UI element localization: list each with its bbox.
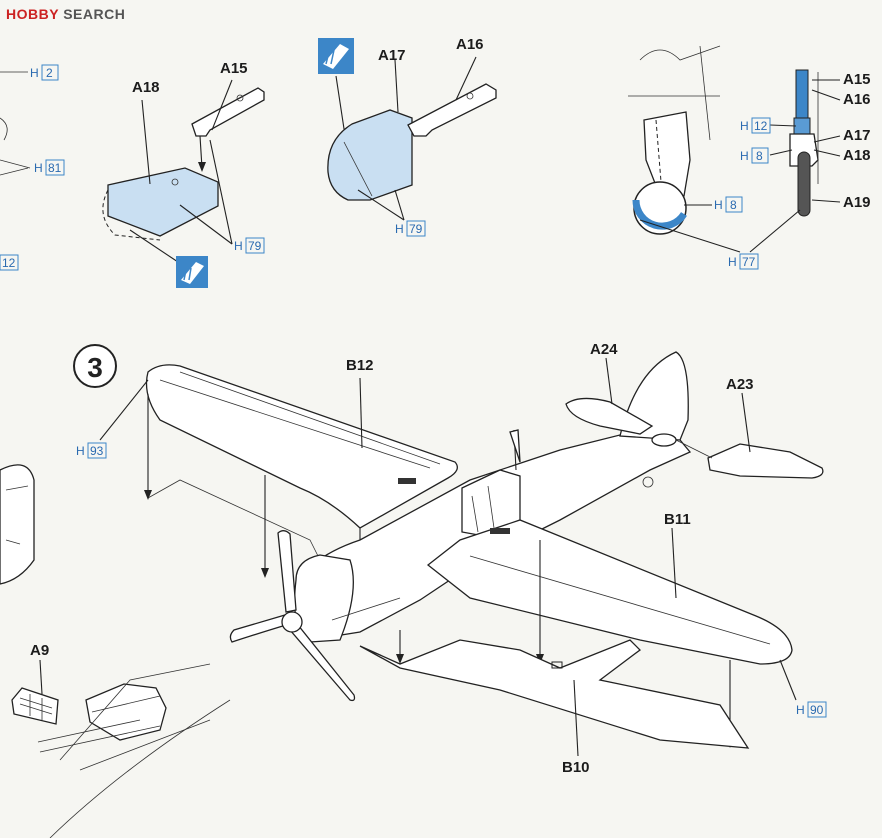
gear-leg-shape <box>643 111 691 197</box>
paint-ref-gear-12: H 12 <box>740 117 771 134</box>
part-b11-upper-wing-right <box>426 519 793 665</box>
paint-ref-gear-8-lower: H 8 <box>714 196 743 213</box>
paint-ref-left-81: H 81 <box>34 159 65 176</box>
part-a24-stabilizer-left <box>565 397 654 435</box>
paint-ref-a18-79: H 79 <box>234 237 265 254</box>
svg-text:H: H <box>740 149 749 163</box>
svg-text:8: 8 <box>756 149 763 163</box>
watermark-brand-part2: SEARCH <box>63 6 126 22</box>
svg-text:3: 3 <box>87 352 103 383</box>
svg-text:79: 79 <box>409 222 423 236</box>
step-number-badge: 3 <box>73 344 117 388</box>
paint-ref-left-2: H 2 <box>30 64 59 81</box>
paint-ref-wing-90: H 90 <box>796 701 827 718</box>
svg-text:H: H <box>714 198 723 212</box>
part-label-a19-gear: A19 <box>843 194 871 211</box>
svg-text:H: H <box>30 66 39 80</box>
paint-ref-gear-77: H 77 <box>728 253 759 270</box>
part-label-a17-top: A17 <box>378 47 406 64</box>
svg-text:H: H <box>76 444 85 458</box>
part-a17-shape <box>327 109 413 201</box>
part-label-a16-top: A16 <box>456 36 484 53</box>
svg-text:H: H <box>796 703 805 717</box>
svg-text:79: 79 <box>248 239 262 253</box>
paint-ref-wing-93: H 93 <box>76 442 107 459</box>
paint-brush-icon <box>318 38 354 74</box>
part-a9-detail <box>11 659 231 838</box>
part-label-b12: B12 <box>346 357 374 374</box>
part-b12-upper-wing-left <box>145 364 458 529</box>
part-a9-vent-shape <box>11 687 59 725</box>
paint-brush-icon <box>176 256 208 288</box>
part-a18-shape <box>107 167 219 237</box>
gear-strut-blue-shape <box>795 69 809 119</box>
part-label-a15-top: A15 <box>220 60 248 77</box>
part-label-a15-gear: A15 <box>843 71 871 88</box>
part-label-a23: A23 <box>726 376 754 393</box>
previous-step-fragment <box>0 71 31 176</box>
propeller-shape <box>229 530 356 702</box>
part-label-a18: A18 <box>132 79 160 96</box>
svg-text:12: 12 <box>2 256 16 270</box>
svg-text:H: H <box>234 239 243 253</box>
watermark-brand-part1: HOBBY <box>6 6 59 22</box>
part-b10-lower-wing <box>359 639 750 749</box>
aircraft-main-assembly <box>99 351 824 757</box>
svg-text:77: 77 <box>742 255 756 269</box>
nose-block-shape <box>85 683 167 741</box>
engine-cowling-shape <box>293 554 354 643</box>
svg-text:12: 12 <box>754 119 768 133</box>
watermark-logo: HOBBY SEARCH <box>6 6 125 22</box>
part-a17-a16-subassembly <box>327 56 497 221</box>
left-side-fragment <box>0 464 35 585</box>
part-label-a16-gear: A16 <box>843 91 871 108</box>
part-label-a18-gear: A18 <box>843 147 871 164</box>
part-a15-shape <box>191 87 265 137</box>
part-label-b11: B11 <box>664 511 691 528</box>
part-a23-stabilizer-right <box>707 443 824 479</box>
svg-text:H: H <box>740 119 749 133</box>
paint-ref-gear-8-upper: H 8 <box>740 147 769 164</box>
part-a18-a15-subassembly <box>102 79 265 263</box>
paint-ref-left-12: 12 <box>0 254 19 271</box>
svg-text:8: 8 <box>730 198 737 212</box>
gear-tire-side-shape <box>797 151 811 217</box>
svg-text:93: 93 <box>90 444 104 458</box>
part-label-a17-gear: A17 <box>843 127 871 144</box>
svg-text:81: 81 <box>48 161 62 175</box>
part-label-a9: A9 <box>30 642 49 659</box>
part-label-b10: B10 <box>562 759 590 776</box>
svg-text:H: H <box>34 161 43 175</box>
part-label-a24: A24 <box>590 341 618 358</box>
landing-gear-detail <box>628 45 841 253</box>
part-a16-shape <box>407 83 497 137</box>
paint-ref-a17-79: H 79 <box>395 220 426 237</box>
svg-text:2: 2 <box>46 66 53 80</box>
svg-text:H: H <box>395 222 404 236</box>
svg-text:90: 90 <box>810 703 824 717</box>
svg-text:H: H <box>728 255 737 269</box>
